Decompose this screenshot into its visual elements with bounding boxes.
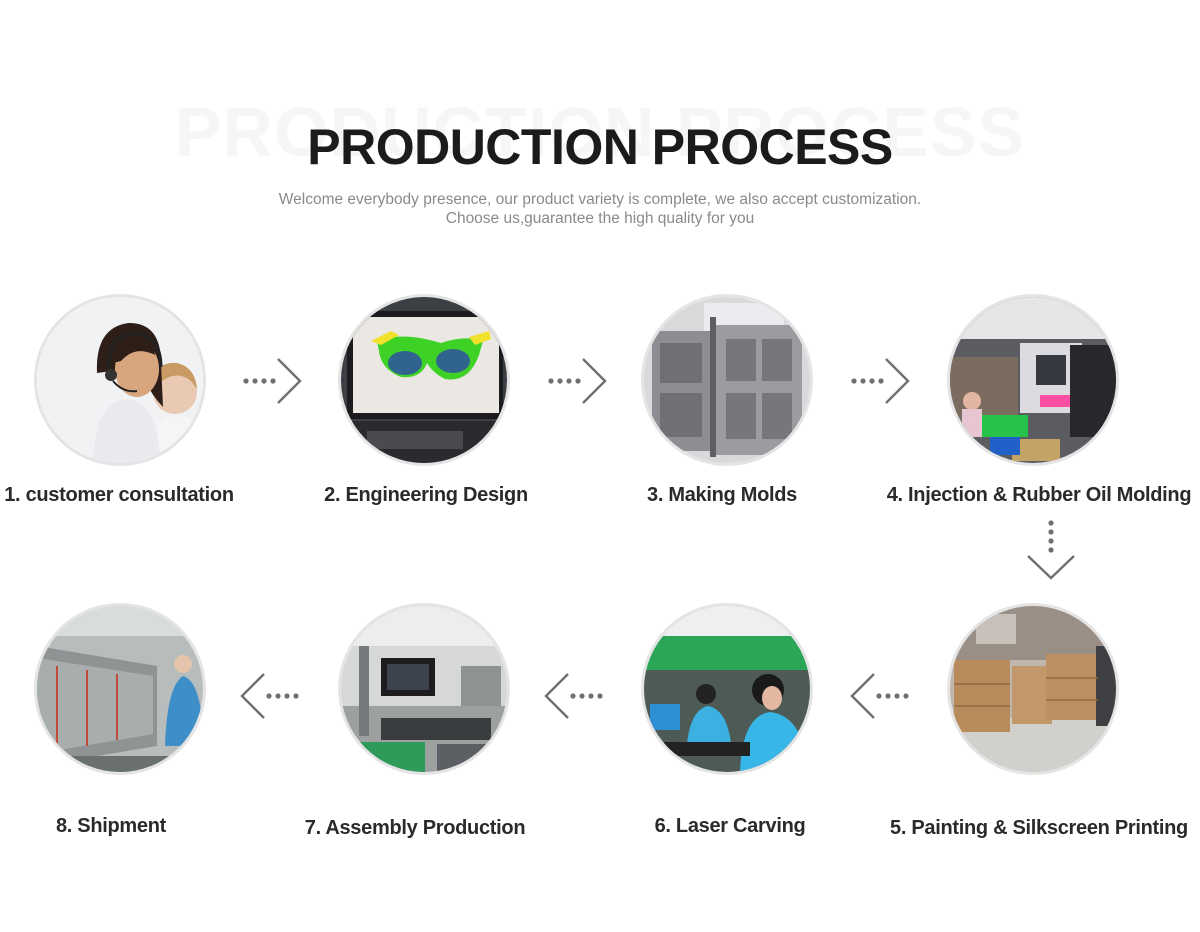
page-title: PRODUCTION PROCESS xyxy=(307,119,893,175)
step-2-label: 2. Engineering Design xyxy=(324,484,528,506)
step-3-label: 3. Making Molds xyxy=(647,484,797,506)
step-4-label: 4. Injection & Rubber Oil Molding xyxy=(886,484,1192,506)
step-5-label: 5. Painting & Silkscreen Printing xyxy=(890,817,1188,839)
step-4-image xyxy=(947,294,1119,466)
step-7-label: 7. Assembly Production xyxy=(304,817,526,839)
subtitle-line-1: Welcome everybody presence, our product … xyxy=(278,191,922,208)
step-3-image xyxy=(641,294,813,466)
subtitle-line-2: Choose us,guarantee the high quality for… xyxy=(445,210,755,227)
step-1-label: 1. customer consultation xyxy=(4,484,234,506)
step-6-image xyxy=(641,603,813,775)
dotted-arrow-down-icon xyxy=(1027,520,1075,580)
title-watermark: PRODUCTION PROCESS xyxy=(174,93,1026,171)
step-1-image xyxy=(34,294,206,466)
dotted-arrow-left-icon xyxy=(850,673,909,719)
dotted-arrow-right-icon xyxy=(243,358,302,404)
step-6-label: 6. Laser Carving xyxy=(654,815,806,837)
dotted-arrow-left-icon xyxy=(240,673,299,719)
step-8-label: 8. Shipment xyxy=(55,815,167,837)
step-8-image xyxy=(34,603,206,775)
dotted-arrow-left-icon xyxy=(544,673,603,719)
step-2-image xyxy=(338,294,510,466)
step-5-image xyxy=(947,603,1119,775)
dotted-arrow-right-icon xyxy=(851,358,910,404)
dotted-arrow-right-icon xyxy=(548,358,607,404)
step-7-image xyxy=(338,603,510,775)
